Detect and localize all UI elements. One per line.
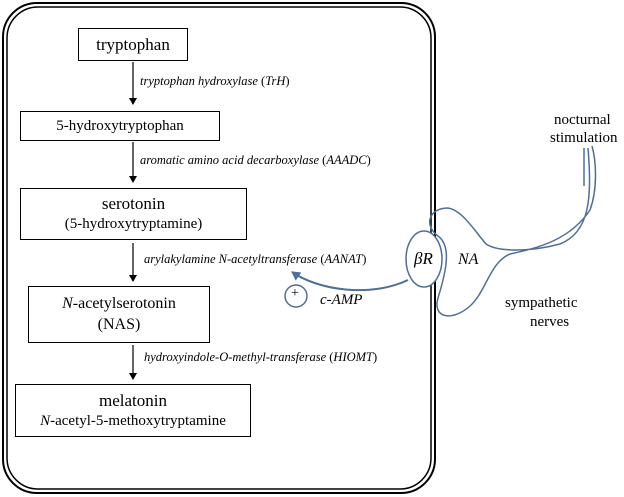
camp-arrow	[291, 271, 409, 292]
hydroxytryptophan-box: 5-hydroxytryptophan	[20, 111, 220, 141]
enzyme-aaadc-name: aromatic amino acid decarboxylase	[140, 153, 320, 167]
beta-symbol: β	[414, 249, 423, 268]
hydroxytryptophan-label: 5-hydroxytryptophan	[56, 118, 184, 134]
enzyme-trh-abbr: TrH	[265, 74, 286, 88]
beta-receptor	[405, 230, 443, 288]
beta-receptor-label: βR	[414, 249, 433, 269]
enzyme-hiomt-abbr: HIOMT	[333, 350, 374, 364]
melatonin-box: melatonin N-acetyl-5-methoxytryptamine	[15, 384, 251, 437]
melatonin-rest: -acetyl-5-methoxytryptamine	[50, 413, 226, 429]
nerves-label-1: sympathetic	[505, 295, 578, 311]
nas-label: N-acetylserotonin	[29, 293, 209, 314]
tryptophan-label: tryptophan	[96, 35, 170, 54]
enzyme-hiomt-name: hydroxyindole-O-methyl-transferase	[144, 350, 327, 364]
enzyme-aanat-name: arylakylamine N-acetyltransferase	[144, 252, 318, 266]
melatonin-full-label: N-acetyl-5-methoxytryptamine	[16, 411, 250, 432]
enzyme-aanat-abbr: AANAT	[324, 252, 363, 266]
serotonin-label: serotonin	[101, 194, 166, 213]
receptor-r: R	[422, 249, 433, 268]
nas-prefix: N	[62, 295, 73, 312]
melatonin-prefix: N	[40, 413, 51, 429]
melatonin-label: melatonin	[99, 391, 167, 410]
sympathetic-nerve-terminal	[428, 145, 597, 317]
na-label: NA	[458, 251, 479, 268]
nas-rest: -acetylserotonin	[72, 295, 176, 312]
enzyme-aaadc: aromatic amino acid decarboxylase (AAADC…	[140, 153, 371, 167]
stimulus-label-2: stimulation	[550, 130, 618, 146]
enzyme-trh: tryptophan hydroxylase (TrH)	[140, 74, 290, 88]
stimulus-label-1: nocturnal	[554, 112, 611, 128]
enzyme-aanat: arylakylamine N-acetyltransferase (AANAT…	[144, 252, 367, 266]
plus-sign: +	[291, 286, 299, 301]
enzyme-trh-name: tryptophan hydroxylase	[140, 74, 258, 88]
serotonin-alt-label: (5-hydroxytryptamine)	[64, 216, 203, 232]
tryptophan-box: tryptophan	[78, 28, 188, 61]
nas-box: N-acetylserotonin (NAS)	[28, 286, 210, 343]
camp-label: c-AMP	[320, 292, 363, 308]
nas-abbr-label: (NAS)	[97, 316, 141, 333]
enzyme-hiomt: hydroxyindole-O-methyl-transferase (HIOM…	[144, 350, 378, 364]
serotonin-box: serotonin (5-hydroxytryptamine)	[20, 188, 247, 240]
nerves-label-2: nerves	[530, 314, 570, 330]
enzyme-aaadc-abbr: AAADC	[326, 153, 367, 167]
plus-circle	[284, 284, 308, 308]
